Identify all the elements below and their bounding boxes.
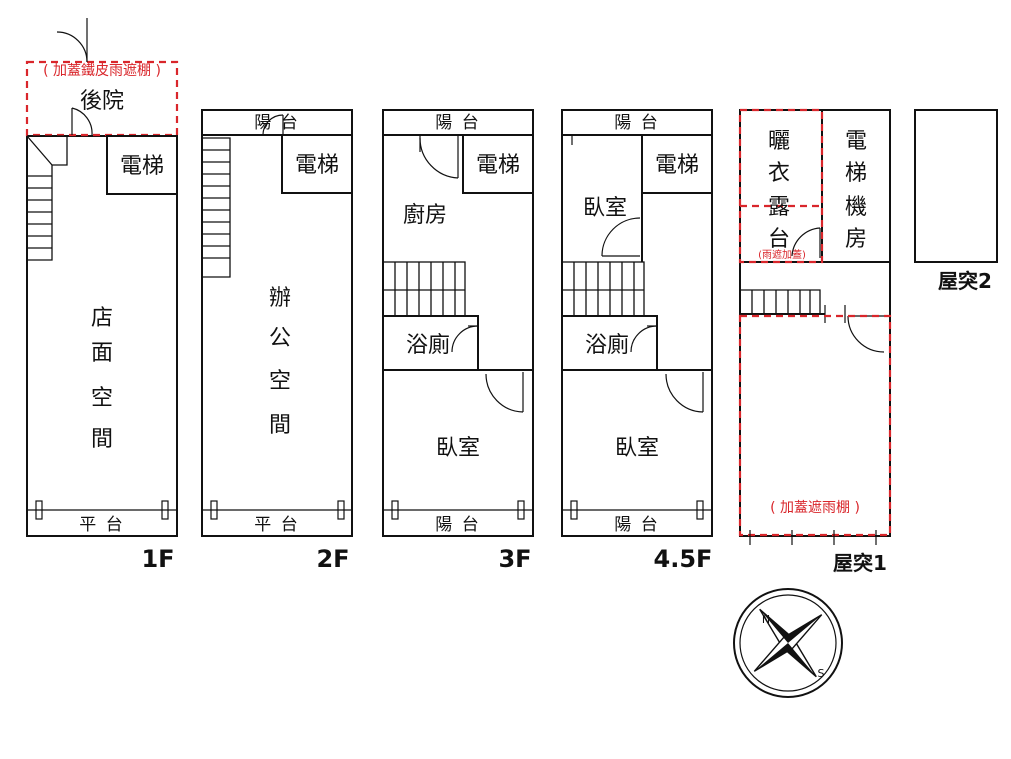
bathroom-label-4-5f: 浴廁	[585, 333, 629, 358]
elevator-2f	[281, 134, 353, 194]
elevator-label-3f: 電梯	[476, 153, 520, 178]
shop-char-2: 面	[91, 341, 113, 366]
floor-label-3f: 3F	[498, 545, 531, 573]
awning-note: ( 加蓋鐵皮雨遮棚 )	[43, 62, 161, 79]
platform-label-2f: 平 台	[254, 515, 299, 535]
plan-roof-1: 曬 衣 露 台 (雨遮加蓋) 電 梯 機 房 ( 加蓋遮雨棚 ) 屋突1	[738, 108, 892, 575]
bathroom-label-3f: 浴廁	[406, 333, 450, 358]
platform-label-1f: 平 台	[79, 515, 124, 535]
office-char-2: 公	[269, 326, 291, 351]
stairs-3f	[382, 261, 466, 317]
awning-area	[25, 60, 179, 137]
plan-roof-2: 屋突2	[914, 109, 998, 293]
bedroom-small-label: 臥室	[583, 196, 627, 221]
plan-2f: 陽 台 電梯 辦 公 空 間 平 台 2F	[201, 109, 353, 573]
drying-char-4: 台	[768, 227, 790, 252]
compass-icon: N S	[733, 588, 843, 698]
balcony-top-3f: 陽 台	[435, 113, 480, 133]
floor-label-4-5f: 4.5F	[654, 545, 713, 573]
drying-char-2: 衣	[768, 161, 790, 186]
floor-label-roof-2: 屋突2	[938, 269, 992, 293]
shop-char-4: 間	[91, 427, 113, 452]
elevator-3f	[462, 134, 534, 194]
kitchen-label: 廚房	[403, 203, 447, 228]
bedroom-label-3f: 臥室	[436, 436, 480, 461]
drying-char-3: 露	[768, 195, 790, 220]
drying-terrace-cover	[738, 108, 824, 264]
floor-label-roof-1: 屋突1	[833, 551, 887, 575]
stairs-roof-1	[740, 289, 821, 314]
drying-char-1: 曬	[768, 129, 790, 154]
floor-label-1f: 1F	[141, 545, 174, 573]
plan-3f: 陽 台 電梯 廚房 浴廁 臥室 陽 台 3F	[382, 109, 534, 573]
elevator-label-2f: 電梯	[295, 153, 339, 178]
elevator-label-1f: 電梯	[120, 154, 164, 179]
balcony-bottom-4-5f: 陽 台	[614, 515, 659, 535]
elevator-room-char-3: 機	[845, 195, 867, 220]
compass-north: N	[762, 613, 770, 626]
rain-cover-small-note: (雨遮加蓋)	[758, 248, 806, 261]
elevator-label-4-5f: 電梯	[655, 153, 699, 178]
rain-cover-area	[738, 314, 892, 537]
elevator-1f	[106, 135, 178, 195]
balcony-bottom-3f: 陽 台	[435, 515, 480, 535]
backyard-door-swing	[56, 31, 88, 63]
plan-1f-outline	[26, 135, 178, 537]
plan-roof-2-outline	[914, 109, 998, 263]
office-char-4: 間	[269, 413, 291, 438]
shop-char-1: 店	[91, 306, 113, 331]
plan-1f: ( 加蓋鐵皮雨遮棚 ) 後院 電梯 店 面 空 間 平 台 1F	[25, 18, 179, 573]
office-char-3: 空	[269, 369, 291, 394]
floor-label-2f: 2F	[316, 545, 349, 573]
stairs-4-5f	[561, 261, 645, 317]
stairs-1f	[26, 135, 68, 261]
balcony-top-4-5f: 陽 台	[614, 113, 659, 133]
elevator-room-char-1: 電	[845, 129, 867, 154]
bedroom-label-4-5f: 臥室	[615, 436, 659, 461]
plan-4-5f: 陽 台 電梯 臥室 浴廁 臥室 陽 台 4.5F	[561, 109, 713, 573]
rear-door-swing	[71, 107, 93, 136]
rain-cover-note: ( 加蓋遮雨棚 )	[770, 500, 860, 516]
elevator-room-char-4: 房	[845, 227, 867, 252]
compass-south: S	[818, 667, 825, 680]
plan-roof-1-outline	[739, 109, 891, 537]
office-char-1: 辦	[269, 286, 291, 311]
plan-2f-outline	[201, 109, 353, 537]
backyard-label: 後院	[80, 89, 124, 114]
balcony-top-2f: 陽 台	[254, 113, 299, 133]
shop-char-3: 空	[91, 386, 113, 411]
elevator-room-char-2: 梯	[845, 161, 867, 186]
stairs-2f	[202, 137, 231, 278]
